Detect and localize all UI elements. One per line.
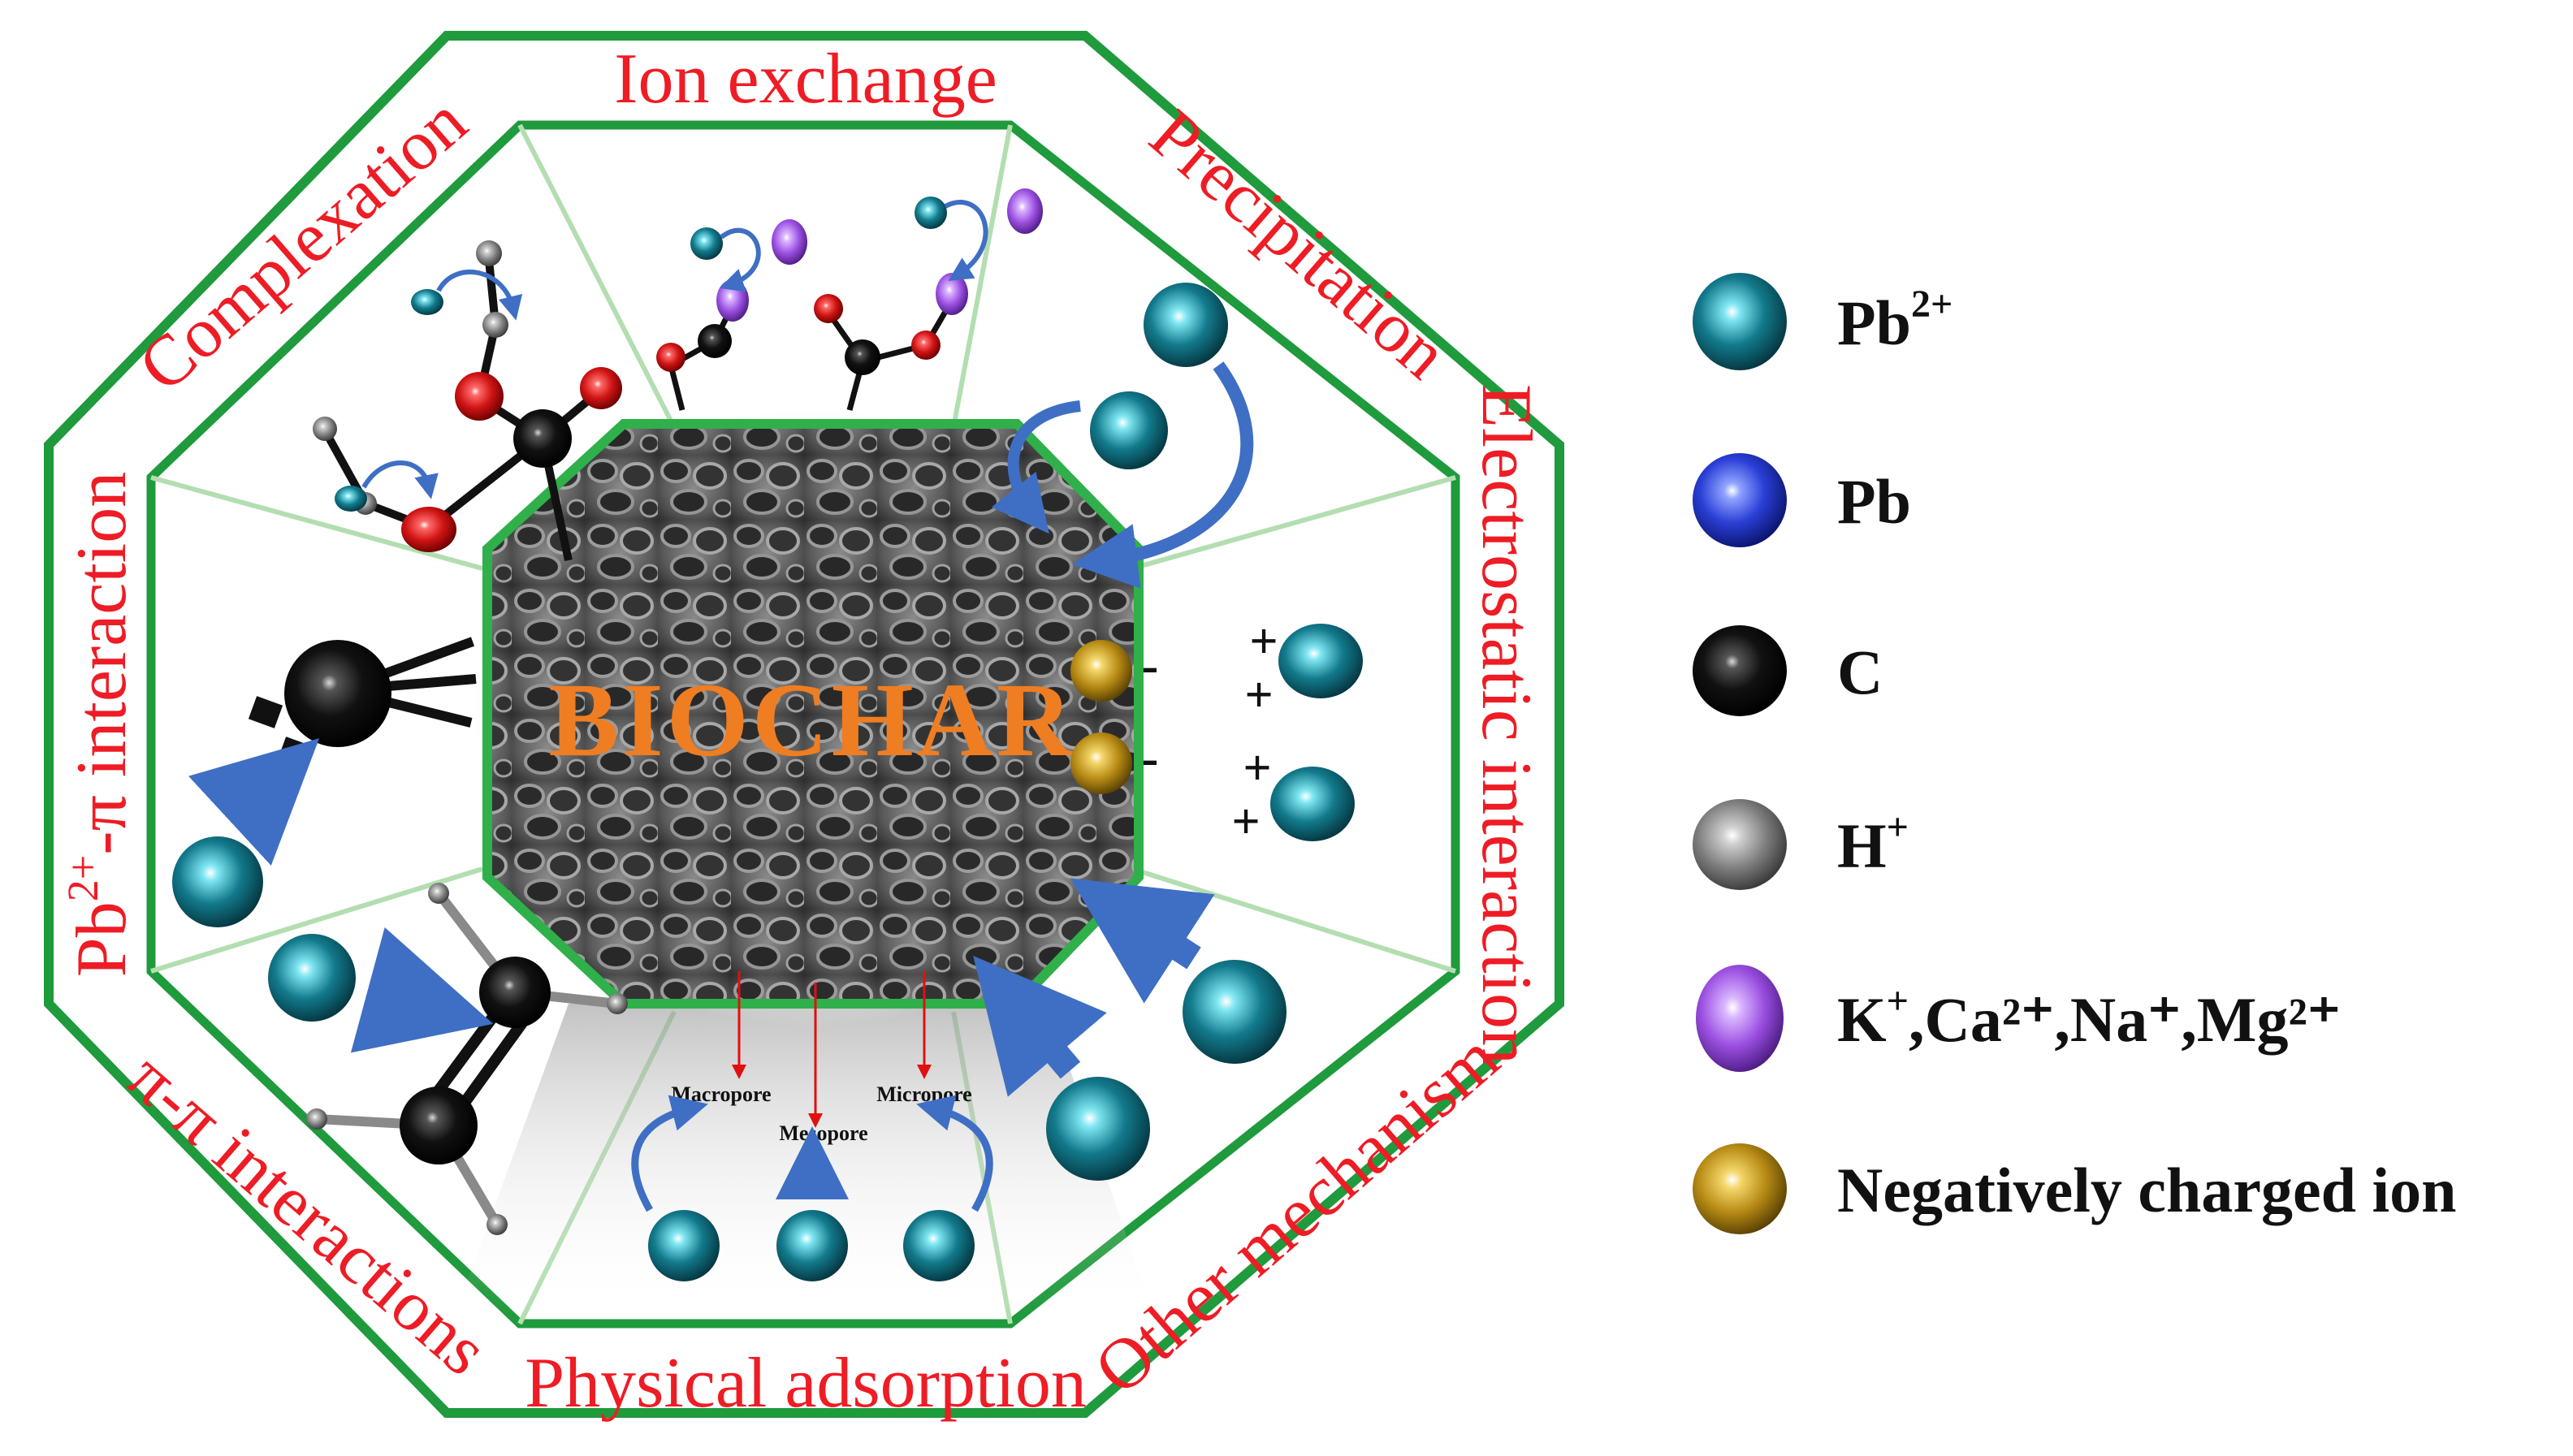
pb-icon [1693, 453, 1787, 547]
svg-text:Negatively charged ion: Negatively charged ion [1837, 1155, 2457, 1225]
cation-icon [1696, 965, 1784, 1072]
pi-pi-illustration [268, 883, 628, 1235]
pb-pi-illustration [172, 637, 477, 927]
carbon-icon [1693, 625, 1787, 716]
precipitation-illustration [991, 283, 1254, 589]
svg-text:+: + [1231, 794, 1260, 849]
svg-text:K+,Ca²⁺,Na⁺,Mg²⁺: K+,Ca²⁺,Na⁺,Mg²⁺ [1837, 979, 2341, 1055]
legend: Pb2+ Pb C H+ K+,Ca²⁺,Na⁺,Mg²⁺ Negatively… [1693, 273, 2457, 1234]
pb2-ion-icon [1693, 273, 1787, 370]
legend-item-carbon: C [1693, 625, 1883, 716]
micropore-label: Micropore [876, 1082, 971, 1106]
legend-item-hydrogen: H+ [1693, 799, 1909, 890]
biochar-label: BIOCHAR [548, 662, 1075, 779]
svg-text:-: - [1142, 731, 1159, 786]
svg-text:+: + [1243, 741, 1271, 796]
svg-text:Pb2+: Pb2+ [1837, 283, 1952, 358]
ion-exchange-illustration [656, 188, 1043, 411]
label-pb-pi-interaction: Pb2+-π interaction [58, 472, 141, 977]
legend-item-cations: K+,Ca²⁺,Na⁺,Mg²⁺ [1696, 965, 2341, 1072]
legend-item-pb: Pb [1693, 453, 1911, 547]
other-mechanism-illustration [973, 878, 1286, 1181]
physical-adsorption-illustration: Macropore Mesopore Micropore [631, 971, 993, 1281]
svg-text:-: - [1142, 638, 1159, 693]
svg-text:+: + [1244, 668, 1273, 723]
label-physical-adsorption: Physical adsorption [525, 1344, 1087, 1423]
svg-text:+: + [1249, 614, 1278, 669]
legend-item-pb2: Pb2+ [1693, 273, 1952, 370]
legend-item-negative-ion: Negatively charged ion [1693, 1143, 2457, 1234]
label-ion-exchange: Ion exchange [614, 40, 997, 119]
electrostatic-illustration: - - + + + + [1070, 614, 1363, 849]
svg-text:H+: H+ [1837, 806, 1909, 881]
macropore-label: Macropore [671, 1082, 771, 1106]
negative-ion-icon [1693, 1143, 1787, 1234]
complexation-illustration [313, 240, 622, 562]
svg-text:C: C [1837, 637, 1883, 707]
svg-text:Pb: Pb [1837, 466, 1911, 537]
mesopore-label: Mesopore [779, 1121, 867, 1145]
label-electrostatic-interaction: Electrostatic interaction [1467, 384, 1546, 1065]
hydrogen-icon [1693, 799, 1787, 890]
